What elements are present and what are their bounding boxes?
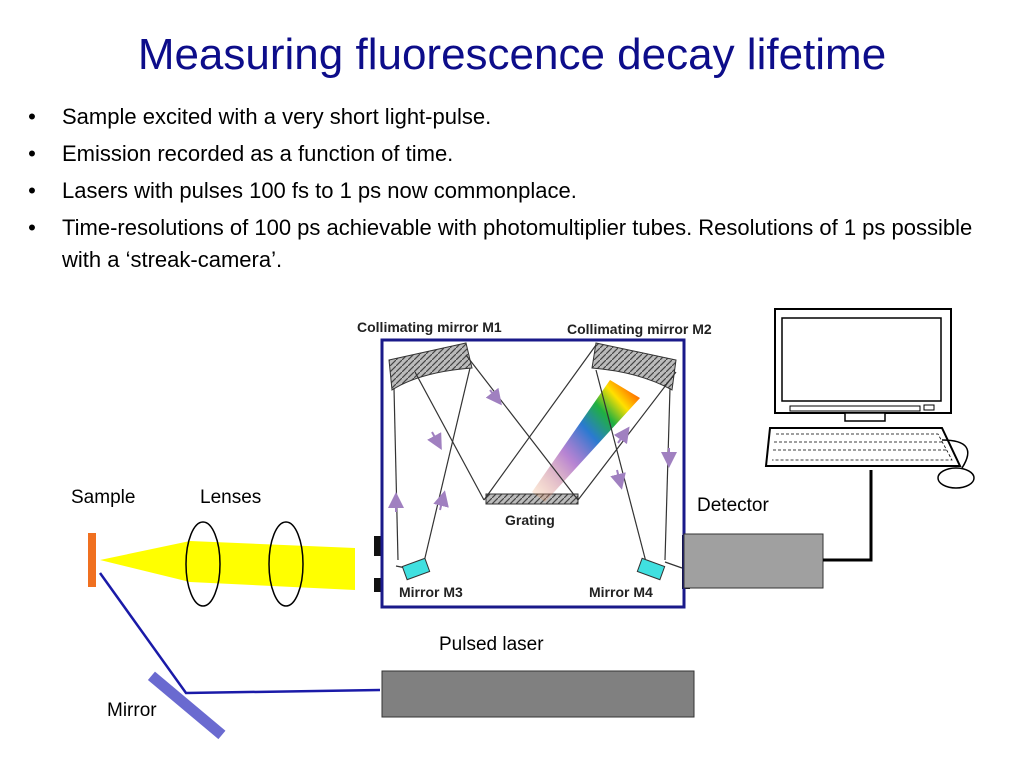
- pulsed-laser-box: [381, 670, 695, 718]
- lens-1: [185, 521, 221, 607]
- detector-cable: [823, 470, 873, 562]
- entrance-slit-top: [374, 536, 382, 556]
- sample-holder: [88, 533, 96, 587]
- lens-2: [268, 521, 304, 607]
- label-collimating-m2: Collimating mirror M2: [567, 321, 712, 337]
- bullet-item: •Lasers with pulses 100 fs to 1 ps now c…: [22, 175, 1002, 207]
- bullet-marker: •: [28, 215, 36, 240]
- label-mirror: Mirror: [107, 700, 157, 721]
- grating: [485, 493, 579, 505]
- spectrometer-box: [380, 338, 686, 609]
- collimating-mirror-m2: [591, 342, 677, 391]
- excitation-mirror: [147, 671, 226, 740]
- bullet-marker: •: [28, 141, 36, 166]
- optical-rays: [393, 344, 683, 571]
- ray-arrows: [388, 387, 677, 512]
- bullet-item: •Emission recorded as a function of time…: [22, 138, 1002, 170]
- label-sample: Sample: [71, 487, 136, 508]
- detector-box: [683, 533, 824, 589]
- bullet-list: •Sample excited with a very short light-…: [22, 101, 1002, 281]
- label-detector: Detector: [697, 495, 769, 516]
- label-mirror-m3: Mirror M3: [399, 584, 463, 600]
- label-pulsed-laser: Pulsed laser: [439, 634, 544, 655]
- bullet-item: •Sample excited with a very short light-…: [22, 101, 1002, 133]
- computer-monitor-icon: [774, 308, 952, 422]
- keyboard-icon: [764, 427, 962, 467]
- mirror-m4: [636, 557, 666, 581]
- label-grating: Grating: [505, 512, 555, 528]
- page-title: Measuring fluorescence decay lifetime: [137, 30, 887, 79]
- dispersed-spectrum: [532, 380, 640, 502]
- mirror-m3: [401, 557, 431, 581]
- label-mirror-m4: Mirror M4: [589, 584, 653, 600]
- collimating-mirror-m1: [388, 342, 473, 391]
- label-lenses: Lenses: [200, 487, 262, 508]
- bullet-marker: •: [28, 104, 36, 129]
- label-collimating-m1: Collimating mirror M1: [357, 319, 502, 335]
- laser-path: [98, 572, 381, 695]
- bullet-item: •Time-resolutions of 100 ps achievable w…: [22, 212, 1002, 276]
- bullet-marker: •: [28, 178, 36, 203]
- entrance-slit-bottom: [374, 578, 382, 592]
- mouse-icon: [937, 439, 975, 489]
- light-beam: [100, 541, 355, 590]
